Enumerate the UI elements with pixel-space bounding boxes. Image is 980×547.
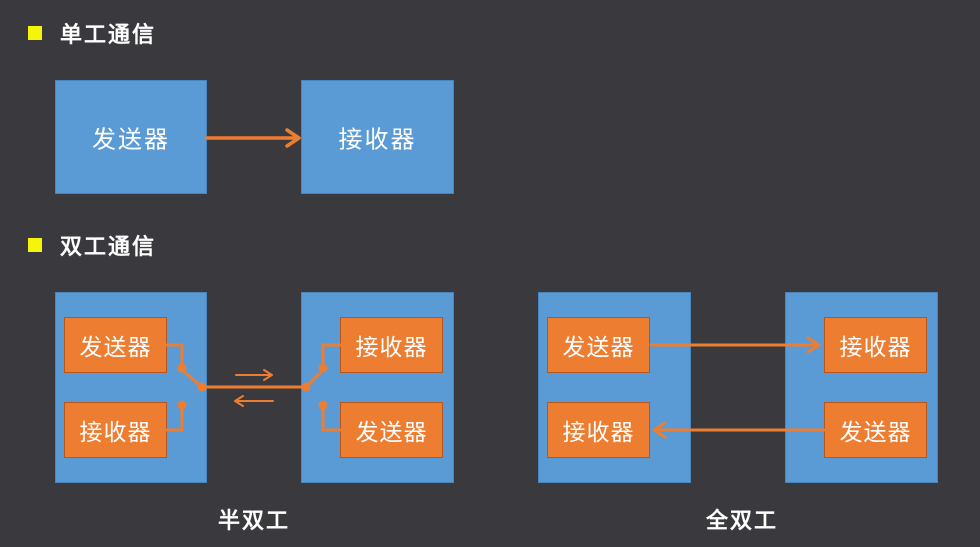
switch-contacts	[177, 363, 328, 410]
duplex-heading: 双工通信	[28, 230, 156, 260]
simplex-arrow	[205, 128, 301, 148]
half-left-sender: 发送器	[64, 317, 167, 373]
bullet-icon	[28, 26, 42, 40]
simplex-heading: 单工通信	[28, 18, 156, 48]
left-sender-lead	[165, 343, 184, 369]
full-left-receiver: 接收器	[547, 402, 650, 458]
right-sender-lead	[321, 405, 342, 432]
simplex-receiver-box: 接收器	[301, 80, 454, 194]
contact-dot	[318, 363, 328, 373]
full-forward-arrowhead	[806, 336, 821, 354]
full-backward-arrowhead	[652, 421, 667, 439]
simplex-sender-box: 发送器	[55, 80, 207, 194]
simplex-sender-label: 发送器	[92, 125, 170, 154]
full-right-receiver: 接收器	[824, 317, 927, 373]
left-arrowhead	[234, 395, 244, 407]
duplex-heading-text: 双工通信	[60, 234, 157, 260]
right-arrowhead	[263, 369, 273, 381]
right-receiver-lead	[321, 343, 342, 369]
simplex-heading-text: 单工通信	[60, 22, 157, 48]
bullet-icon	[28, 238, 42, 252]
contact-dot	[318, 400, 328, 410]
left-receiver-lead	[165, 405, 184, 432]
full-duplex-caption: 全双工	[706, 508, 779, 534]
contact-dot	[177, 400, 187, 410]
half-right-sender: 发送器	[340, 402, 443, 458]
contact-dot	[197, 382, 207, 392]
direction-arrows	[234, 369, 274, 407]
contact-dot	[177, 363, 187, 373]
half-duplex-switch	[165, 343, 342, 432]
full-duplex-arrows	[649, 336, 826, 439]
half-right-receiver: 接收器	[340, 317, 443, 373]
simplex-receiver-label: 接收器	[338, 125, 417, 154]
contact-dot	[301, 382, 311, 392]
full-right-sender: 发送器	[824, 402, 927, 458]
half-left-receiver: 接收器	[64, 402, 167, 458]
full-left-sender: 发送器	[547, 317, 650, 373]
half-duplex-caption: 半双工	[218, 508, 291, 534]
